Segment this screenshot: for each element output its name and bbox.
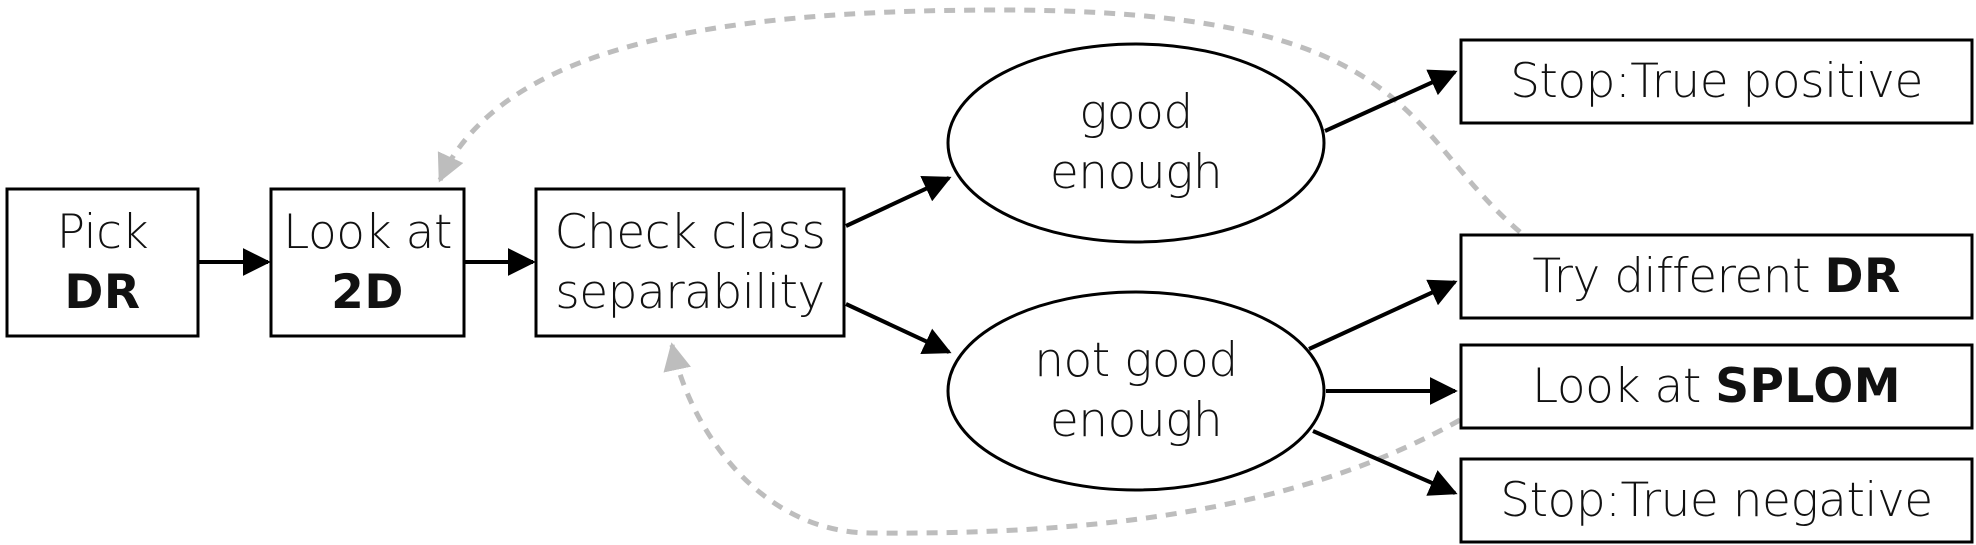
label-look-at-splom: Look at SPLOM xyxy=(1461,345,1972,428)
loop-arrow-try-dr-to-look-2d xyxy=(437,7,1522,234)
label-good-enough: good enough xyxy=(948,80,1324,206)
label-check-separability: Check class separability xyxy=(536,189,844,336)
label-splom-text: Look at xyxy=(1532,358,1716,414)
label-pick-dr: Pick DR xyxy=(7,189,198,336)
label-look-2d-line2: 2D xyxy=(331,264,404,320)
label-stop-tp-text: Stop:True positive xyxy=(1510,53,1923,109)
label-look-2d: Look at 2D xyxy=(271,189,464,336)
label-not-good-enough: not good enough xyxy=(948,328,1324,454)
label-stop-true-positive: Stop:True positive xyxy=(1461,40,1972,123)
node-pick-dr xyxy=(5,187,200,338)
node-stop-true-positive xyxy=(1459,38,1974,125)
label-look-2d-line1: Look at xyxy=(283,204,452,260)
label-not-good-line2: enough xyxy=(1049,393,1223,448)
node-check-separability xyxy=(534,187,846,338)
node-try-different-dr xyxy=(1459,233,1974,320)
label-stop-tn-text: Stop:True negative xyxy=(1500,472,1933,528)
label-good-line1: good xyxy=(1079,85,1193,140)
label-stop-true-negative: Stop:True negative xyxy=(1461,459,1972,542)
node-stop-true-negative xyxy=(1459,457,1974,544)
label-try-different-dr: Try different DR xyxy=(1461,235,1972,318)
node-good-enough xyxy=(946,42,1326,244)
label-not-good-line1: not good xyxy=(1034,333,1238,388)
node-look-at-splom xyxy=(1459,343,1974,430)
arrow-not-good-to-stop-tn xyxy=(1312,429,1458,496)
label-try-dr-bold: DR xyxy=(1824,248,1901,304)
node-not-good-enough xyxy=(946,290,1326,492)
label-pick-dr-line1: Pick xyxy=(56,204,149,260)
label-check-line1: Check class xyxy=(554,204,826,260)
label-check-line2: separability xyxy=(555,264,825,320)
label-good-line2: enough xyxy=(1049,145,1223,200)
arrow-check-to-good xyxy=(845,175,952,228)
label-pick-dr-line2: DR xyxy=(64,264,141,320)
label-splom-bold: SPLOM xyxy=(1715,358,1901,414)
arrow-not-good-to-try-dr xyxy=(1308,279,1458,351)
label-try-dr-text: Try different xyxy=(1532,248,1825,304)
arrow-check-to-not-good xyxy=(845,302,952,355)
node-look-2d xyxy=(269,187,466,338)
arrow-good-to-stop-tp xyxy=(1324,69,1458,133)
